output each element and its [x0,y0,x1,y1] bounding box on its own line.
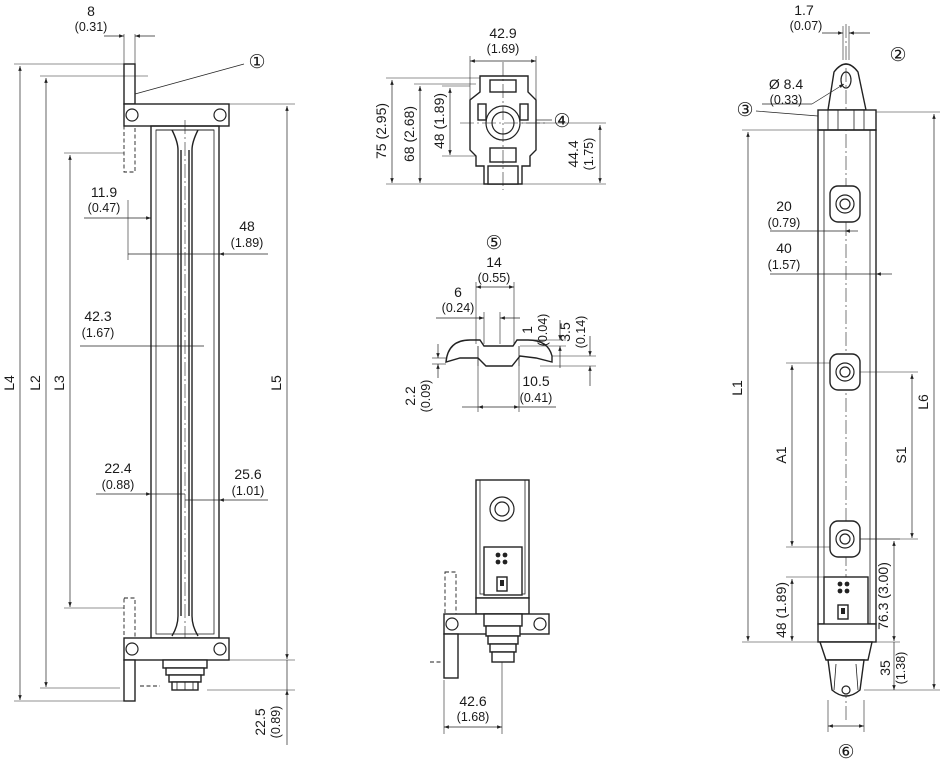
dim-20-in: (0.79) [768,216,801,230]
dim-75: 75 (2.95) [373,103,389,159]
dim-48-side: 48 (1.89) [773,582,789,638]
dim-diameter: Ø 8.4 [769,76,803,92]
dim-A1: A1 [773,446,789,463]
callout-2: ② [889,45,906,66]
top-view: 42.9 (1.69) 75 (2.95) 68 (2.68) 48 (1.89… [373,25,606,190]
bottom-detail-view: 42.6 (1.68) [430,479,550,734]
dim-48-top: 48 (1.89) [431,93,447,149]
dim-25-6: 25.6 [234,466,261,482]
dim-L4: L4 [1,375,17,391]
dim-25-6-in: (1.01) [232,484,265,498]
front-bottom-tab [123,659,136,702]
dim-22-5: 22.5 [252,708,268,735]
front-bottom-hole-left [125,642,139,656]
front-top-bracket [123,103,230,127]
dim-1-in: (0.04) [536,314,550,347]
callout-6: ⑥ [837,742,854,763]
dim-10-5-in: (0.41) [520,391,553,405]
dim-11-9: 11.9 [91,184,117,200]
dim-S1: S1 [893,446,909,463]
dim-8-in: (0.31) [75,20,108,34]
dim-35: 35 [877,660,893,676]
dim-6-in: (0.24) [442,301,475,315]
dim-22-5-in: (0.89) [269,706,283,739]
dim-48: 48 [239,218,255,234]
dim-14-in: (0.55) [478,271,511,285]
front-view: 8 (0.31) ① L4 L2 L3 L5 11.9 (0.47) [1,3,295,745]
dim-diameter-in: (0.33) [770,93,803,107]
dim-8: 8 [87,3,95,19]
dim-48-in: (1.89) [231,236,264,250]
dim-68: 68 (2.68) [401,106,417,162]
dim-20: 20 [776,198,792,214]
bottom-led-icon [495,552,508,565]
dim-3-5: 3.5 [557,322,573,342]
dim-L6: L6 [915,394,931,410]
dim-42-6-in: (1.68) [457,710,490,724]
dim-L2: L2 [27,375,43,391]
front-top-hole-right [213,108,227,122]
dim-2-2: 2.2 [402,386,418,406]
side-view: ② ③ 1.7 (0.07) Ø 8.4 (0.33) 20 (0.79) 40… [729,2,940,763]
side-mount-hole-1 [829,185,861,223]
dim-22-4: 22.4 [104,460,131,476]
dim-3-5-in: (0.14) [574,316,588,349]
callout-5: ⑤ [485,233,502,254]
dim-L5: L5 [268,375,284,391]
dim-10-5: 10.5 [522,373,549,389]
front-bottom-hole-right [213,642,227,656]
dim-42-3-in: (1.67) [82,326,115,340]
dim-42-9: 42.9 [489,25,516,41]
dim-1-7: 1.7 [794,2,814,18]
dim-11-9-in: (0.47) [88,201,121,215]
dim-L1: L1 [729,380,745,396]
dim-42-3: 42.3 [84,308,111,324]
callout-1: ① [248,52,265,73]
side-mount-hole-3 [829,520,861,558]
dim-14: 14 [486,254,502,270]
dim-1: 1 [519,326,535,334]
dim-1-7-in: (0.07) [790,19,823,33]
dim-22-4-in: (0.88) [102,478,135,492]
front-connector [140,659,208,691]
side-led-icon [837,581,850,594]
callout-3: ③ [736,100,753,121]
side-mount-hole-2 [829,353,861,391]
dim-35-in: (1.38) [894,652,908,685]
front-bottom-bracket [123,637,230,661]
dim-40-in: (1.57) [768,258,801,272]
front-top-tab [123,63,136,105]
profile-view: ⑤ 14 (0.55) 6 (0.24) 1 (0.04) 3.5 (0.14) [402,233,596,412]
dim-42-6: 42.6 [459,693,486,709]
front-top-hole-left [125,108,139,122]
dim-L3: L3 [51,375,67,391]
dim-76-3: 76.3 (3.00) [875,562,891,630]
dim-42-9-in: (1.69) [487,42,520,56]
dim-6: 6 [454,284,462,300]
dim-2-2-in: (0.09) [419,380,433,413]
dim-40: 40 [776,240,792,256]
callout-4: ④ [553,111,570,132]
dim-44-4-in: (1.75) [582,138,596,171]
dim-44-4: 44.4 [565,140,581,167]
